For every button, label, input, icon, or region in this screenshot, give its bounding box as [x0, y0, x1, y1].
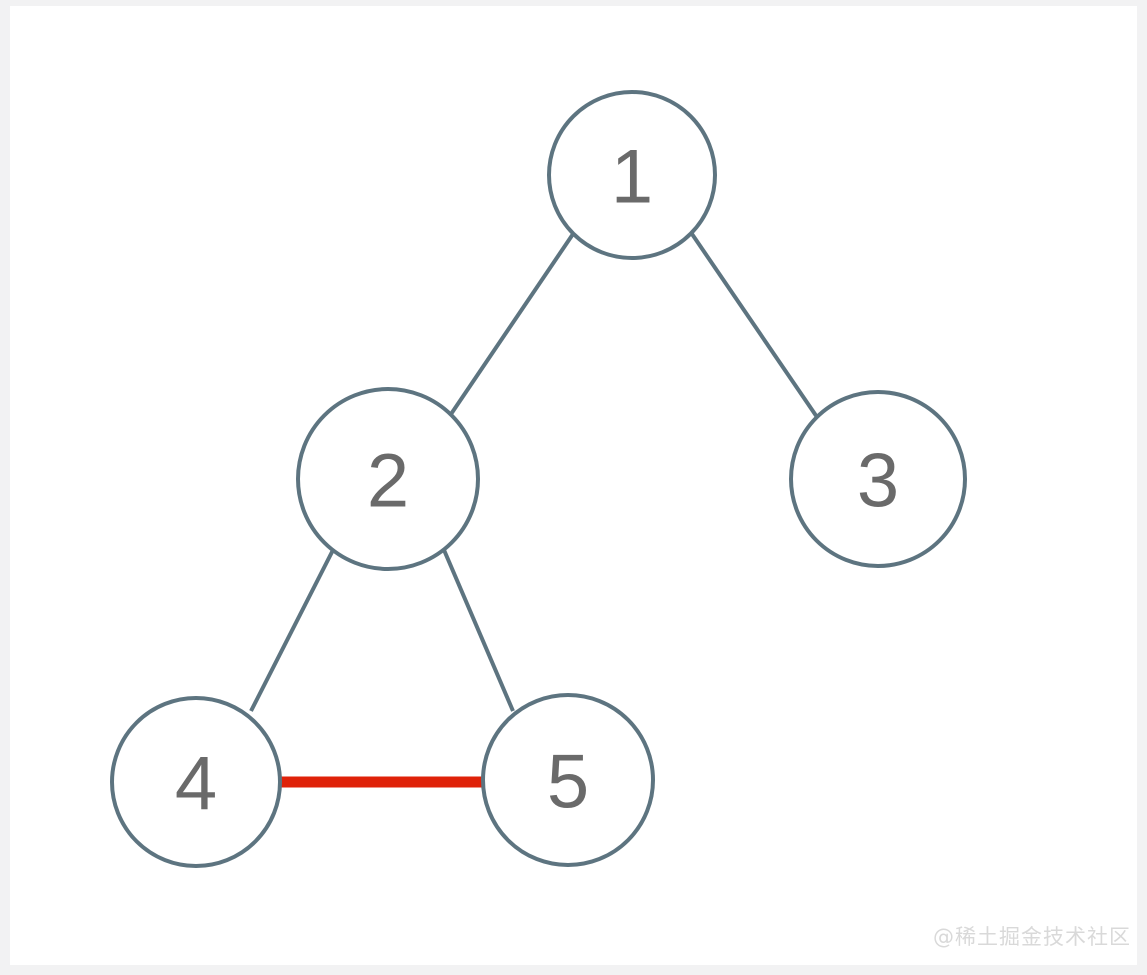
- edge-2-5: [442, 549, 515, 712]
- node-circle-5[interactable]: [481, 693, 655, 867]
- tree-node-2[interactable]: 2: [296, 387, 480, 571]
- node-circle-2[interactable]: [296, 387, 480, 571]
- tree-node-1[interactable]: 1: [547, 90, 717, 260]
- node-label-5: 5: [547, 740, 589, 825]
- watermark-text: @稀土掘金技术社区: [933, 925, 1131, 949]
- node-label-2: 2: [367, 439, 409, 524]
- edge-1-2: [445, 232, 575, 422]
- tree-node-4[interactable]: 4: [110, 696, 282, 868]
- node-circle-4[interactable]: [110, 696, 282, 868]
- tree-node-5[interactable]: 5: [481, 693, 655, 867]
- tree-node-3[interactable]: 3: [789, 390, 967, 568]
- node-circle-3[interactable]: [789, 390, 967, 568]
- node-label-4: 4: [175, 742, 217, 827]
- edge-1-3: [690, 232, 821, 422]
- edges-layer: [249, 232, 821, 788]
- nodes-layer: 1 2 3 4 5: [110, 90, 967, 868]
- edge-2-4: [249, 549, 335, 712]
- node-label-3: 3: [857, 439, 899, 524]
- node-circle-1[interactable]: [547, 90, 717, 260]
- node-label-1: 1: [611, 135, 653, 220]
